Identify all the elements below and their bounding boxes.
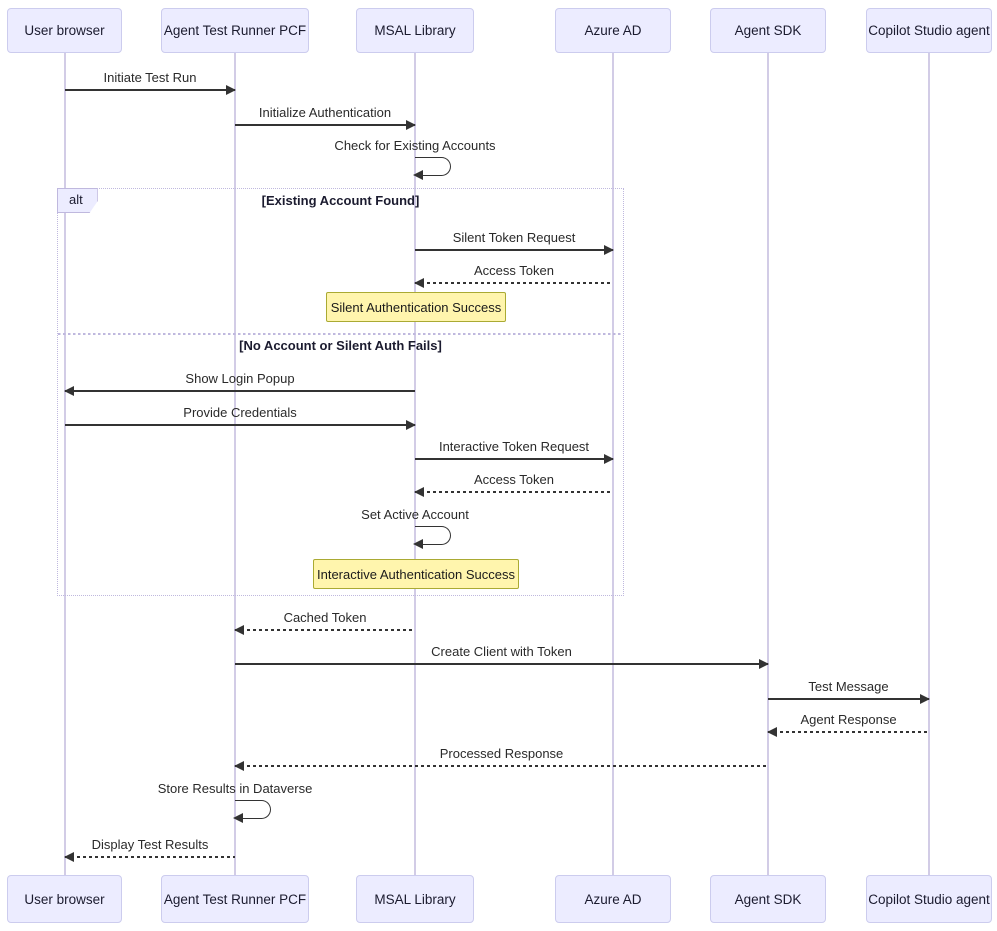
arrowhead-icon: [604, 245, 614, 255]
actor-top-agent-test-runner: Agent Test Runner PCF: [161, 8, 309, 53]
arrowhead-icon: [406, 120, 416, 130]
message-label: Agent Response: [800, 712, 897, 727]
actor-bottom-user-browser: User browser: [7, 875, 122, 923]
msg-store-results-in-dataverse: Store Results in Dataverse: [158, 781, 312, 823]
note-silent-auth-success: Silent Authentication Success: [326, 292, 506, 322]
actor-label: Copilot Studio agent: [868, 23, 990, 38]
message-line: [235, 124, 415, 126]
message-line: [235, 629, 415, 631]
message-label: Create Client with Token: [431, 644, 572, 659]
lifeline-user-browser: [64, 53, 66, 875]
lifeline-msal-library: [414, 53, 416, 875]
actor-label: Agent Test Runner PCF: [163, 891, 307, 907]
message-line: [65, 390, 415, 392]
arrowhead-icon: [233, 813, 243, 823]
message-line: [65, 89, 235, 91]
note-label: Interactive Authentication Success: [316, 566, 515, 582]
actor-label: Copilot Studio agent: [868, 891, 990, 907]
message-line: [415, 249, 613, 251]
actor-label: MSAL Library: [374, 23, 456, 38]
note-interactive-auth-success: Interactive Authentication Success: [313, 559, 519, 589]
self-loop-line: [235, 800, 271, 819]
actor-top-azure-ad: Azure AD: [555, 8, 671, 53]
message-line: [65, 856, 235, 858]
arrowhead-icon: [406, 420, 416, 430]
actor-label: Agent SDK: [734, 891, 802, 907]
lifeline-azure-ad: [612, 53, 614, 875]
actor-bottom-agent-sdk: Agent SDK: [710, 875, 826, 923]
lifeline-agent-test-runner: [234, 53, 236, 875]
arrowhead-icon: [414, 278, 424, 288]
self-loop-line: [415, 526, 451, 545]
arrowhead-icon: [604, 454, 614, 464]
message-label: Display Test Results: [91, 837, 209, 852]
alt-condition-2: [No Account or Silent Auth Fails]: [239, 338, 442, 353]
message-line: [235, 765, 768, 767]
actor-bottom-msal-library: MSAL Library: [356, 875, 474, 923]
actor-top-copilot-studio: Copilot Studio agent: [866, 8, 992, 53]
arrowhead-icon: [413, 170, 423, 180]
message-line: [768, 698, 929, 700]
arrowhead-icon: [413, 539, 423, 549]
arrowhead-icon: [920, 694, 930, 704]
actor-label: Agent SDK: [734, 23, 802, 38]
alt-frame: alt [Existing Account Found] [No Account…: [57, 188, 624, 596]
lifeline-agent-sdk: [767, 53, 769, 875]
actor-top-msal-library: MSAL Library: [356, 8, 474, 53]
arrowhead-icon: [64, 386, 74, 396]
msg-check-existing-accounts: Check for Existing Accounts: [334, 138, 496, 180]
message-line: [415, 282, 613, 284]
message-line: [768, 731, 929, 733]
actor-bottom-copilot-studio: Copilot Studio agent: [866, 875, 992, 923]
msg-set-active-account: Set Active Account: [361, 507, 469, 549]
message-label: Cached Token: [283, 610, 367, 625]
message-label: Test Message: [808, 679, 889, 694]
actor-top-user-browser: User browser: [7, 8, 122, 53]
message-label: Set Active Account: [361, 507, 469, 522]
arrowhead-icon: [767, 727, 777, 737]
actor-label: User browser: [24, 891, 105, 907]
message-label: Interactive Token Request: [438, 439, 590, 454]
actor-label: Azure AD: [584, 23, 642, 38]
message-label: Silent Token Request: [452, 230, 576, 245]
alt-else-divider: [58, 333, 623, 335]
actor-bottom-agent-test-runner: Agent Test Runner PCF: [161, 875, 309, 923]
message-line: [415, 458, 613, 460]
actor-label: Agent Test Runner PCF: [163, 23, 307, 38]
message-label: Check for Existing Accounts: [334, 138, 496, 153]
message-line: [415, 491, 613, 493]
arrowhead-icon: [234, 761, 244, 771]
alt-operator-tag: alt: [57, 188, 98, 213]
actor-label: User browser: [24, 23, 105, 38]
message-label: Initiate Test Run: [103, 70, 197, 85]
message-label: Access Token: [474, 472, 554, 487]
message-label: Processed Response: [439, 746, 564, 761]
actor-top-agent-sdk: Agent SDK: [710, 8, 826, 53]
lifeline-copilot-studio: [928, 53, 930, 875]
arrowhead-icon: [64, 852, 74, 862]
arrowhead-icon: [226, 85, 236, 95]
self-loop-line: [415, 157, 451, 176]
arrowhead-icon: [414, 487, 424, 497]
alt-condition-1: [Existing Account Found]: [261, 193, 420, 208]
alt-operator-label: alt: [69, 192, 83, 207]
message-label: Initialize Authentication: [258, 105, 392, 120]
message-label: Access Token: [474, 263, 554, 278]
message-line: [235, 663, 768, 665]
actor-bottom-azure-ad: Azure AD: [555, 875, 671, 923]
message-line: [65, 424, 415, 426]
actor-label: MSAL Library: [374, 891, 456, 907]
actor-label: Azure AD: [584, 891, 642, 907]
arrowhead-icon: [234, 625, 244, 635]
message-label: Show Login Popup: [185, 371, 295, 386]
message-label: Store Results in Dataverse: [157, 781, 313, 796]
message-label: Provide Credentials: [183, 405, 297, 420]
note-label: Silent Authentication Success: [330, 299, 502, 315]
arrowhead-icon: [759, 659, 769, 669]
